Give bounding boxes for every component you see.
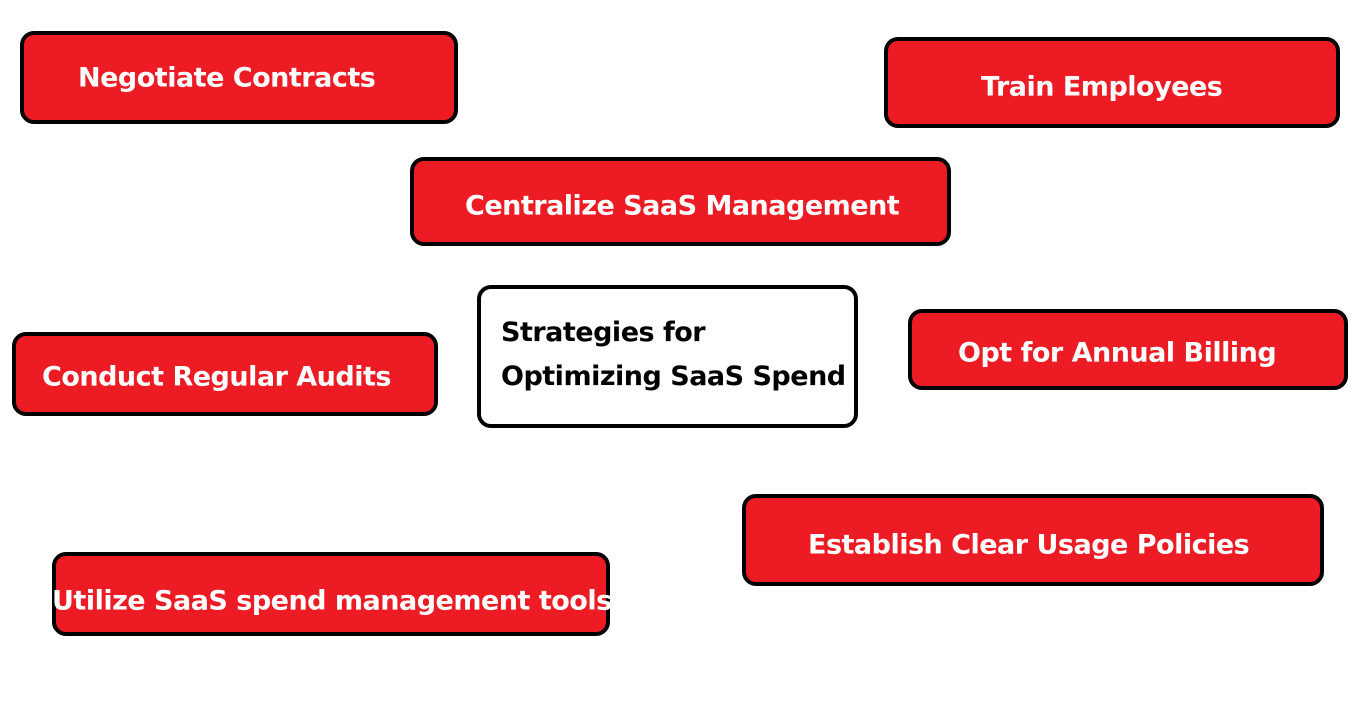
central-topic-box: Strategies for Optimizing SaaS Spend [477,285,858,428]
strategy-label: Conduct Regular Audits [42,361,391,393]
strategy-label: Centralize SaaS Management [465,190,900,222]
strategy-label: Train Employees [981,71,1223,103]
strategy-label: Establish Clear Usage Policies [808,529,1250,561]
central-topic-title: Strategies for Optimizing SaaS Spend [501,311,846,399]
strategy-negotiate-contracts: Negotiate Contracts [20,31,458,124]
title-line-2: Optimizing SaaS Spend [501,361,846,392]
title-line-1: Strategies for [501,317,706,348]
strategy-opt-annual-billing: Opt for Annual Billing [908,309,1348,390]
strategy-establish-usage-policies: Establish Clear Usage Policies [742,494,1324,586]
strategy-train-employees: Train Employees [884,37,1340,128]
strategy-centralize-saas-management: Centralize SaaS Management [410,157,951,246]
strategy-label: Opt for Annual Billing [958,337,1277,369]
strategy-label: Negotiate Contracts [78,62,376,94]
strategy-conduct-regular-audits: Conduct Regular Audits [12,332,438,416]
strategy-label: Utilize SaaS spend management tools [52,585,612,617]
strategy-utilize-spend-tools: Utilize SaaS spend management tools [52,552,612,636]
